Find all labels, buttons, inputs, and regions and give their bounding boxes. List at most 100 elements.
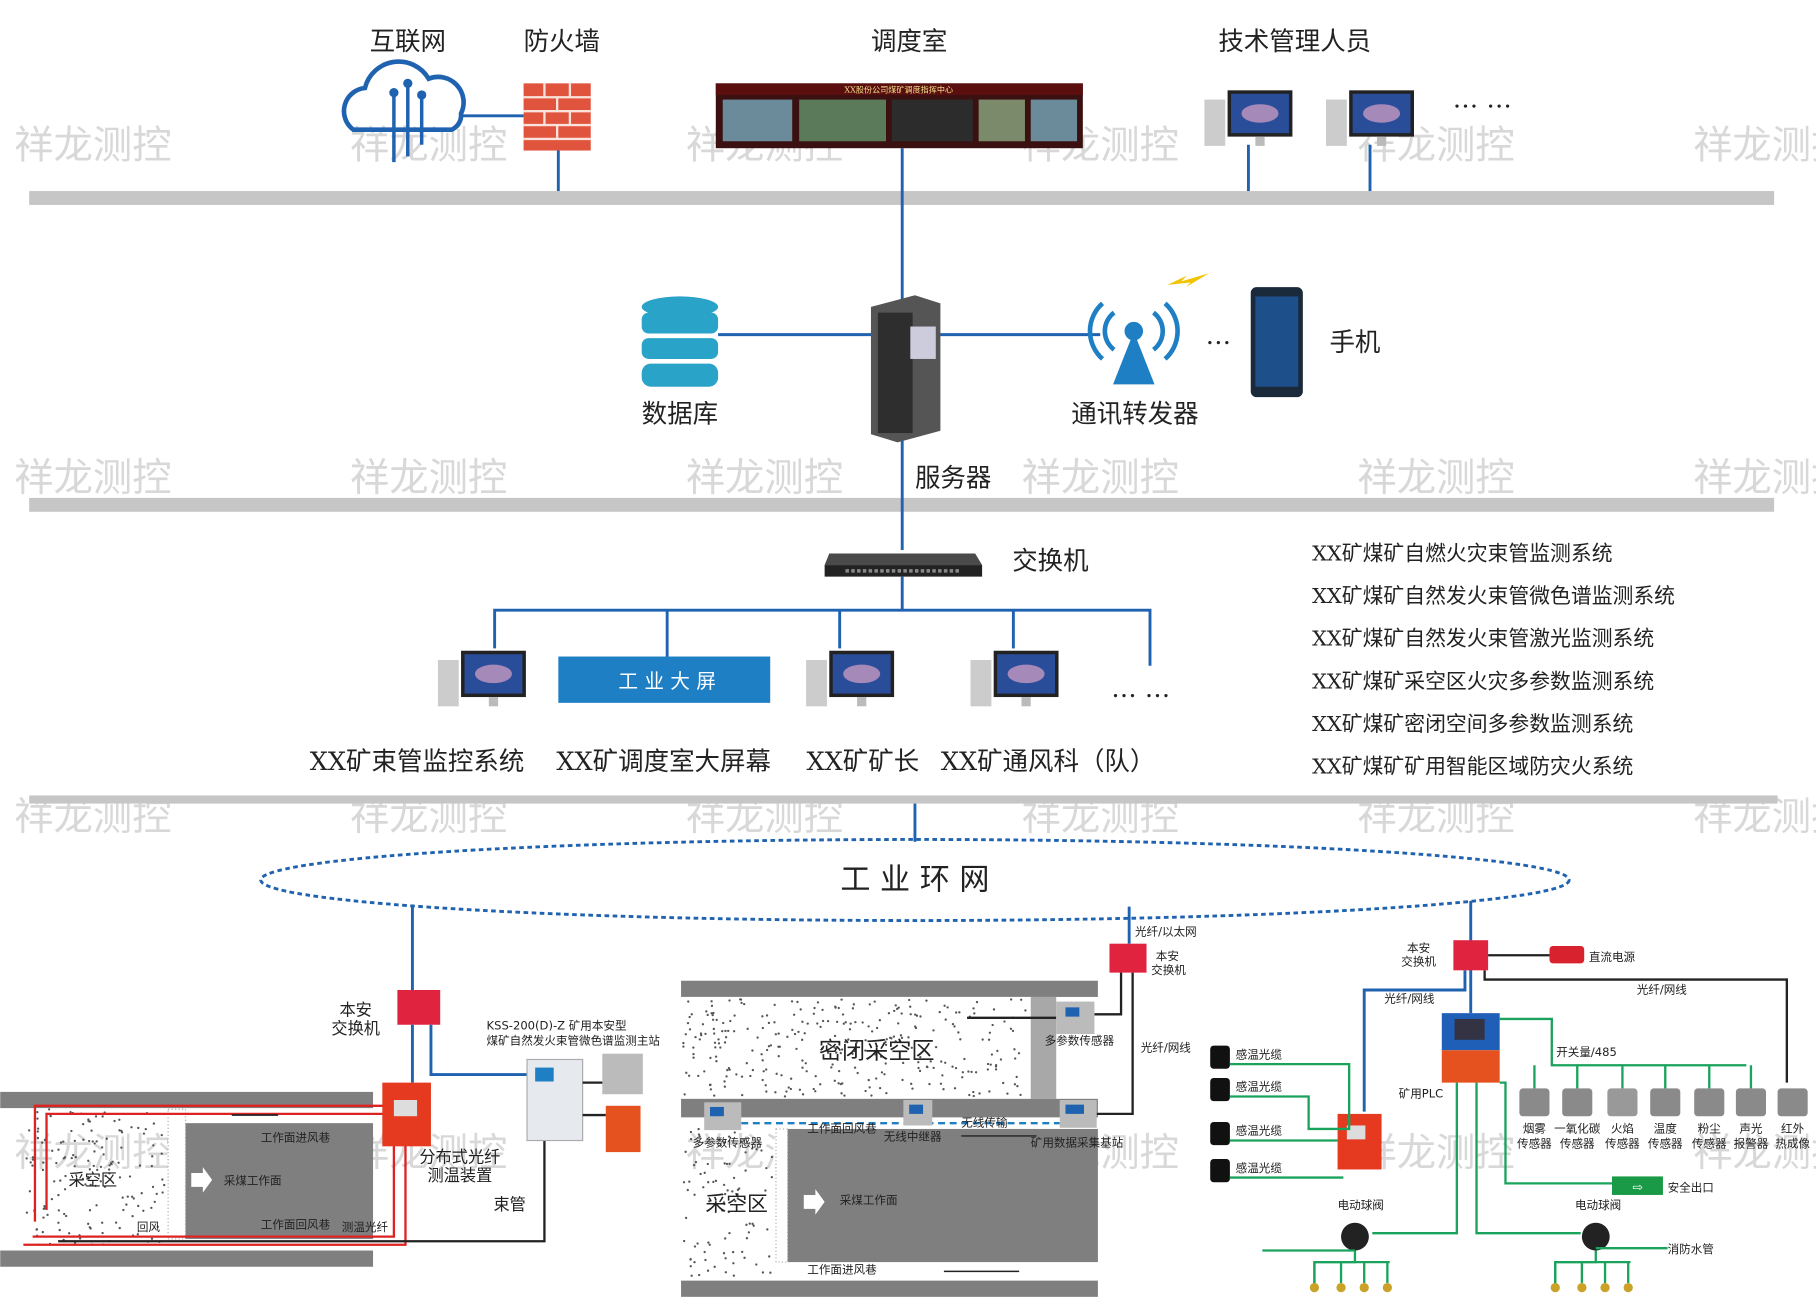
switch-label-2: 交换机 — [331, 1019, 380, 1038]
return-way-label: 工作面回风巷 — [261, 1218, 331, 1232]
sprinkler-nozzle-icon — [1550, 1282, 1560, 1293]
client-label: XX矿通风科（队） — [941, 747, 1156, 777]
system-list-item: XX矿煤矿采空区火灾多参数监测系统 — [1312, 669, 1654, 693]
lightning-icon — [1167, 273, 1210, 288]
watermark-text: 祥龙测控 — [1021, 455, 1178, 501]
switch-label-1: 本安 — [1156, 949, 1179, 963]
sensor-label: 烟雾 — [1523, 1121, 1547, 1135]
sensor-label: 报警器 — [1734, 1136, 1769, 1150]
sealed-goaf-label: 密闭采空区 — [819, 1038, 935, 1064]
client-label: XX矿调度室大屏幕 — [556, 747, 771, 777]
phone-icon — [1250, 287, 1303, 398]
firewall-label: 防火墙 — [524, 27, 600, 57]
base-station-label: 矿用数据采集基站 — [1031, 1135, 1124, 1149]
network-switch-icon — [824, 553, 983, 577]
temperature-cable-reel-icon — [1210, 1159, 1230, 1183]
sensor-device-icon — [1735, 1088, 1766, 1117]
sensor-label: 一氧化碳 — [1554, 1121, 1601, 1135]
desktop-computer-icon — [1204, 90, 1293, 146]
switch-label-1: 本安 — [1407, 941, 1430, 955]
server-label: 服务器 — [915, 463, 991, 493]
antenna-icon — [1087, 301, 1180, 385]
goaf-label: 采空区 — [705, 1192, 767, 1216]
server-rack-icon — [870, 295, 941, 443]
sensor-label: 粉尘 — [1698, 1121, 1722, 1135]
intrinsic-safe-switch — [397, 990, 441, 1025]
sprinkler-nozzle-icon — [1382, 1282, 1392, 1293]
system-list-item: XX矿煤矿自然发火束管微色谱监测系统 — [1312, 584, 1675, 608]
station-label-1: KSS-200(D)-Z 矿用本安型 — [487, 1018, 627, 1032]
sensor-device-icon — [1694, 1088, 1725, 1117]
desktop-computer-icon — [437, 650, 526, 707]
smart-fire-prevention-zone: 本安 交换机 直流电源 光纤/网线 光纤/网线 矿用PLC 开关量/485 烟雾… — [1210, 900, 1810, 1293]
fiber-device-label-1: 分布式光纤 — [419, 1148, 500, 1167]
dispatch-video-wall: XX股份公司煤矿调度指挥中心 — [715, 83, 1083, 149]
intake-label: 工作面进风巷 — [807, 1263, 877, 1277]
sprinkler-nozzle-icon — [1336, 1282, 1346, 1293]
cable-label: 感温光缆 — [1236, 1047, 1283, 1061]
fiber-ethernet-label: 光纤/以太网 — [1135, 925, 1197, 939]
client-label: XX矿矿长 — [807, 747, 920, 777]
fiber-device-label-2: 测温装置 — [427, 1166, 492, 1185]
watermark-text: 祥龙测控 — [1693, 1130, 1816, 1176]
sprinkler-nozzle-icon — [1600, 1282, 1610, 1293]
desktop-computer-icon — [970, 650, 1059, 707]
svg-text:⇨: ⇨ — [1632, 1180, 1643, 1195]
intake-label: 工作面进风巷 — [261, 1131, 331, 1145]
watermark-text: 祥龙测控 — [350, 455, 507, 501]
electric-ball-valve-icon — [1341, 1222, 1369, 1251]
repeater-ellipsis: … — [1206, 321, 1231, 351]
switch-label: 交换机 — [1012, 547, 1088, 577]
tube-label: 束管 — [493, 1195, 525, 1214]
sensor-device-icon — [1607, 1088, 1638, 1117]
system-list-item: XX矿煤矿矿用智能区域防灾火系统 — [1312, 754, 1633, 778]
industrial-ring-network — [259, 838, 1571, 922]
sensor-device-icon — [1562, 1088, 1593, 1117]
station-label-2: 煤矿自然发火束管微色谱监测主站 — [487, 1033, 661, 1047]
bus-label: 开关量/485 — [1556, 1045, 1617, 1059]
return-way-label: 工作面回风巷 — [807, 1121, 877, 1135]
wireless-label: 无线传输 — [961, 1116, 1008, 1130]
sensor-label: 温度 — [1654, 1121, 1678, 1135]
sprinkler-nozzle-icon — [1359, 1282, 1369, 1293]
sensor-device-icon — [1519, 1088, 1550, 1117]
watermark-text: 祥龙测控 — [1357, 1130, 1514, 1176]
sensor-label: 红外 — [1781, 1121, 1805, 1135]
desktop-computer-icon — [806, 650, 895, 707]
switch-label-1: 本安 — [339, 1000, 371, 1019]
client-ellipsis: … … — [1111, 674, 1170, 704]
cable-label: 感温光缆 — [1236, 1124, 1283, 1138]
dispatch-room-label: 调度室 — [871, 27, 947, 57]
fiber-net-label: 光纤/网线 — [1141, 1040, 1192, 1054]
database-icon — [641, 296, 719, 387]
return-air-label: 回风 — [137, 1220, 161, 1234]
internet-label: 互联网 — [370, 27, 446, 57]
repeater-label: 通讯转发器 — [1071, 400, 1198, 430]
watermark-text: 祥龙测控 — [1693, 455, 1816, 501]
fiber-label: 测温光纤 — [342, 1220, 389, 1234]
exit-label: 安全出口 — [1668, 1180, 1714, 1194]
database-label: 数据库 — [642, 400, 718, 430]
sprinkler-nozzle-icon — [1309, 1282, 1320, 1293]
sensor-label: 传感器 — [1560, 1136, 1595, 1150]
sensor-label: 传感器 — [1605, 1136, 1640, 1150]
system-list-item: XX矿煤矿自然发火束管激光监测系统 — [1312, 627, 1654, 651]
relay-label: 无线中继器 — [884, 1130, 942, 1144]
goaf-label: 采空区 — [69, 1171, 118, 1190]
sensor-device-icon — [1777, 1088, 1808, 1117]
fiber-net-label-b: 光纤/网线 — [1384, 992, 1435, 1006]
sensor-label: 传感器 — [1517, 1136, 1552, 1150]
desktop-computer-icon — [1326, 90, 1414, 146]
temperature-cable-reel-icon — [1210, 1078, 1230, 1102]
big-screen-label: 工 业 大 屏 — [618, 670, 715, 693]
sprinkler-nozzle-icon — [1577, 1282, 1587, 1293]
sprinkler-nozzle-icon — [1623, 1282, 1633, 1293]
cable-label: 感温光缆 — [1236, 1080, 1283, 1094]
temperature-cable-reel-icon — [1210, 1122, 1230, 1146]
phone-label: 手机 — [1329, 328, 1380, 358]
exit-sign-icon: ⇨ — [1612, 1176, 1663, 1195]
client-label: XX矿束管监控系统 — [310, 747, 525, 777]
sensor-label-b: 多参数传感器 — [693, 1135, 763, 1149]
sensor-label: 热成像 — [1775, 1136, 1810, 1150]
